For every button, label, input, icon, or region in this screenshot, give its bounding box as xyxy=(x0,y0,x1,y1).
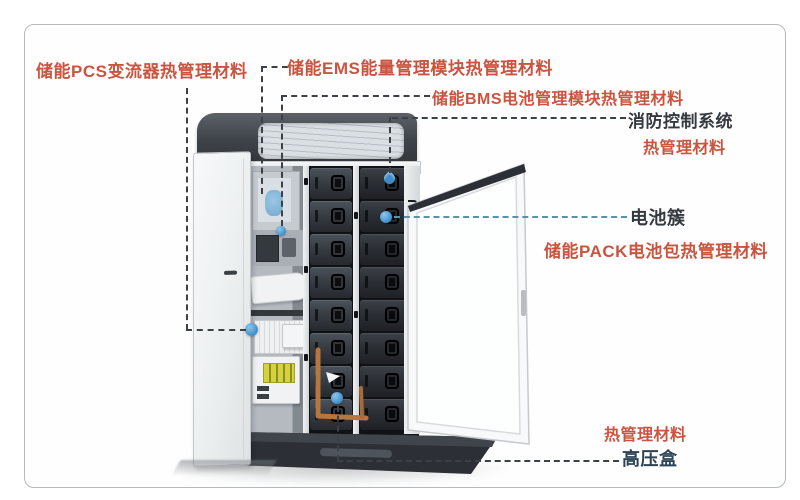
terminal-block xyxy=(252,356,300,404)
battery-module xyxy=(360,267,406,298)
hinge-mark-icon xyxy=(304,354,308,361)
label-pack: 储能PACK电池包热管理材料 xyxy=(544,242,768,261)
left-door xyxy=(193,151,251,467)
right-door-top-edge xyxy=(408,164,526,212)
battery-module xyxy=(360,399,406,430)
battery-column xyxy=(360,168,406,432)
battery-module xyxy=(310,267,352,298)
callout-line-pcs-vertical xyxy=(186,88,188,330)
coolant-pipe-riser xyxy=(359,386,364,419)
bay-rail xyxy=(250,310,306,316)
control-bay xyxy=(248,166,309,440)
hinge-mark-icon xyxy=(354,311,358,318)
battery-rail-middle xyxy=(353,166,359,434)
callout-line-ems-vertical xyxy=(261,66,263,194)
arrow-marker-icon xyxy=(326,372,340,383)
left-door-crease xyxy=(243,158,244,459)
callout-line-fire-vertical xyxy=(389,117,391,173)
hmi-panel xyxy=(252,171,300,231)
coolant-drop-icon-hv xyxy=(331,392,343,404)
hmi-screen-glow xyxy=(265,190,283,216)
hinge-mark-icon xyxy=(304,178,308,185)
battery-module xyxy=(310,168,352,199)
label-ems: 储能EMS能量管理模块热管理材料 xyxy=(287,59,553,78)
control-device xyxy=(252,230,304,266)
right-door-inner-panel xyxy=(416,175,521,435)
callout-line-hv-vertical xyxy=(337,406,339,461)
battery-module xyxy=(310,300,352,331)
label-hv-box: 高压盒 xyxy=(622,449,678,469)
right-door-hinge xyxy=(521,290,526,316)
label-battery-cluster: 电池簇 xyxy=(630,208,686,228)
battery-module xyxy=(360,333,406,364)
label-bms: 储能BMS电池管理模块热管理材料 xyxy=(432,91,684,108)
label-pcs: 储能PCS变流器热管理材料 xyxy=(36,62,248,81)
coolant-drop-icon-bms xyxy=(276,226,286,236)
control-device-screen xyxy=(256,235,279,262)
terminal-grid xyxy=(263,363,295,383)
battery-module xyxy=(360,366,406,397)
coolant-drop-icon-cluster xyxy=(380,211,392,223)
callout-line-ems-horizontal xyxy=(261,66,288,68)
left-door-shadow xyxy=(171,460,277,476)
callout-line-fire-horizontal xyxy=(392,117,626,119)
coolant-drop-icon-pcs xyxy=(245,323,258,336)
left-door-handle xyxy=(224,270,237,275)
battery-module xyxy=(310,201,352,232)
battery-bay xyxy=(303,166,420,434)
battery-module xyxy=(310,234,352,265)
battery-rail-left xyxy=(303,166,309,434)
callout-line-cluster xyxy=(394,216,627,218)
callout-line-hv-horizontal xyxy=(337,460,619,462)
coolant-pipe xyxy=(315,347,369,421)
label-hv-material: 热管理材料 xyxy=(604,427,687,444)
terminal-dots xyxy=(257,385,269,399)
hinge-mark-icon xyxy=(354,212,358,219)
control-device-bracket xyxy=(282,238,296,257)
battery-column xyxy=(310,168,352,432)
battery-module xyxy=(360,300,406,331)
callout-line-pcs-horizontal xyxy=(186,329,246,331)
label-fire-material: 热管理材料 xyxy=(643,140,726,157)
callout-line-bms-horizontal xyxy=(281,95,430,97)
battery-module xyxy=(360,234,406,265)
hmi-screen xyxy=(258,178,291,222)
hinge-mark-icon xyxy=(304,266,308,273)
label-fire-system: 消防控制系统 xyxy=(628,112,733,131)
callout-line-bms-vertical xyxy=(281,95,283,226)
base-plinth-top-edge xyxy=(236,432,497,447)
